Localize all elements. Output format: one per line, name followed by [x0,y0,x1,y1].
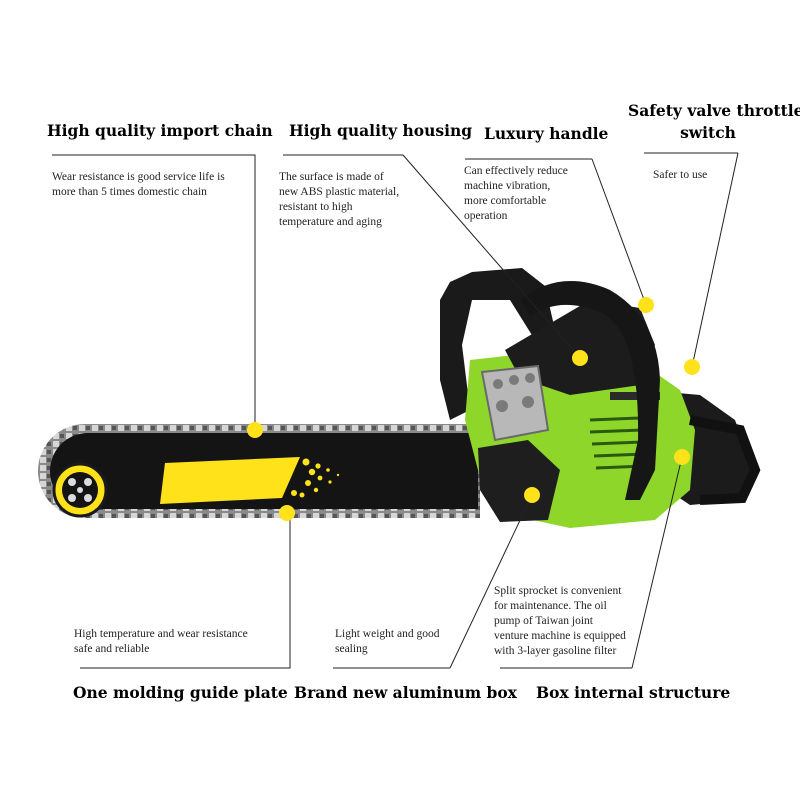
feature-desc-throttle: Safer to use [653,168,707,183]
marker-handle [638,297,654,313]
engine-housing [440,268,761,528]
marker-internal [674,449,690,465]
feature-desc-housing: The surface is made of new ABS plastic m… [279,170,399,230]
desc-line: for maintenance. The oil [494,600,607,612]
feature-title-chain: High quality import chain [47,121,273,140]
desc-line: with 3-layer gasoline filter [494,645,617,657]
desc-line: safe and reliable [74,643,150,655]
marker-aluminum-box [524,487,540,503]
desc-line: resistant to high [279,201,353,213]
bar-decal [160,457,300,504]
desc-line: machine vibration, [464,180,551,192]
feature-title-housing: High quality housing [289,121,473,140]
desc-line: operation [464,210,508,222]
feature-title-guide-plate: One molding guide plate [73,683,288,702]
desc-line: more than 5 times domestic chain [52,186,207,198]
leader-lines [52,152,739,669]
desc-line: venture machine is equipped [494,630,626,642]
feature-markers [247,297,700,521]
desc-line: sealing [335,643,368,655]
feature-desc-aluminum-box: Light weight and good sealing [335,627,439,657]
marker-throttle [684,359,700,375]
title-line: switch [680,123,736,142]
desc-line: High temperature and wear resistance [74,628,248,640]
feature-desc-internal: Split sprocket is convenient for mainten… [494,584,626,659]
desc-line: Light weight and good [335,628,440,640]
desc-line: Can effectively reduce [464,165,568,177]
feature-title-throttle: Safety valve throttle switch [628,100,800,144]
marker-guide-plate [279,505,295,521]
feature-desc-guide-plate: High temperature and wear resistance saf… [74,627,248,657]
feature-desc-handle: Can effectively reduce machine vibration… [464,164,568,224]
desc-line: Wear resistance is good service life is [52,171,225,183]
guide-bar [38,424,480,518]
desc-line: more comfortable [464,195,547,207]
desc-line: temperature and aging [279,216,382,228]
feature-title-handle: Luxury handle [484,124,609,143]
marker-chain [247,422,263,438]
feature-title-aluminum-box: Brand new aluminum box [294,683,517,702]
title-line: Safety valve throttle [628,101,800,120]
feature-desc-chain: Wear resistance is good service life is … [52,170,225,200]
desc-line: Split sprocket is convenient [494,585,622,597]
marker-housing [572,350,588,366]
desc-line: pump of Taiwan joint [494,615,593,627]
feature-title-internal: Box internal structure [536,683,731,702]
desc-line: The surface is made of [279,171,384,183]
desc-line: Safer to use [653,169,708,181]
halftone-dots [291,458,340,498]
desc-line: new ABS plastic material, [279,186,400,198]
